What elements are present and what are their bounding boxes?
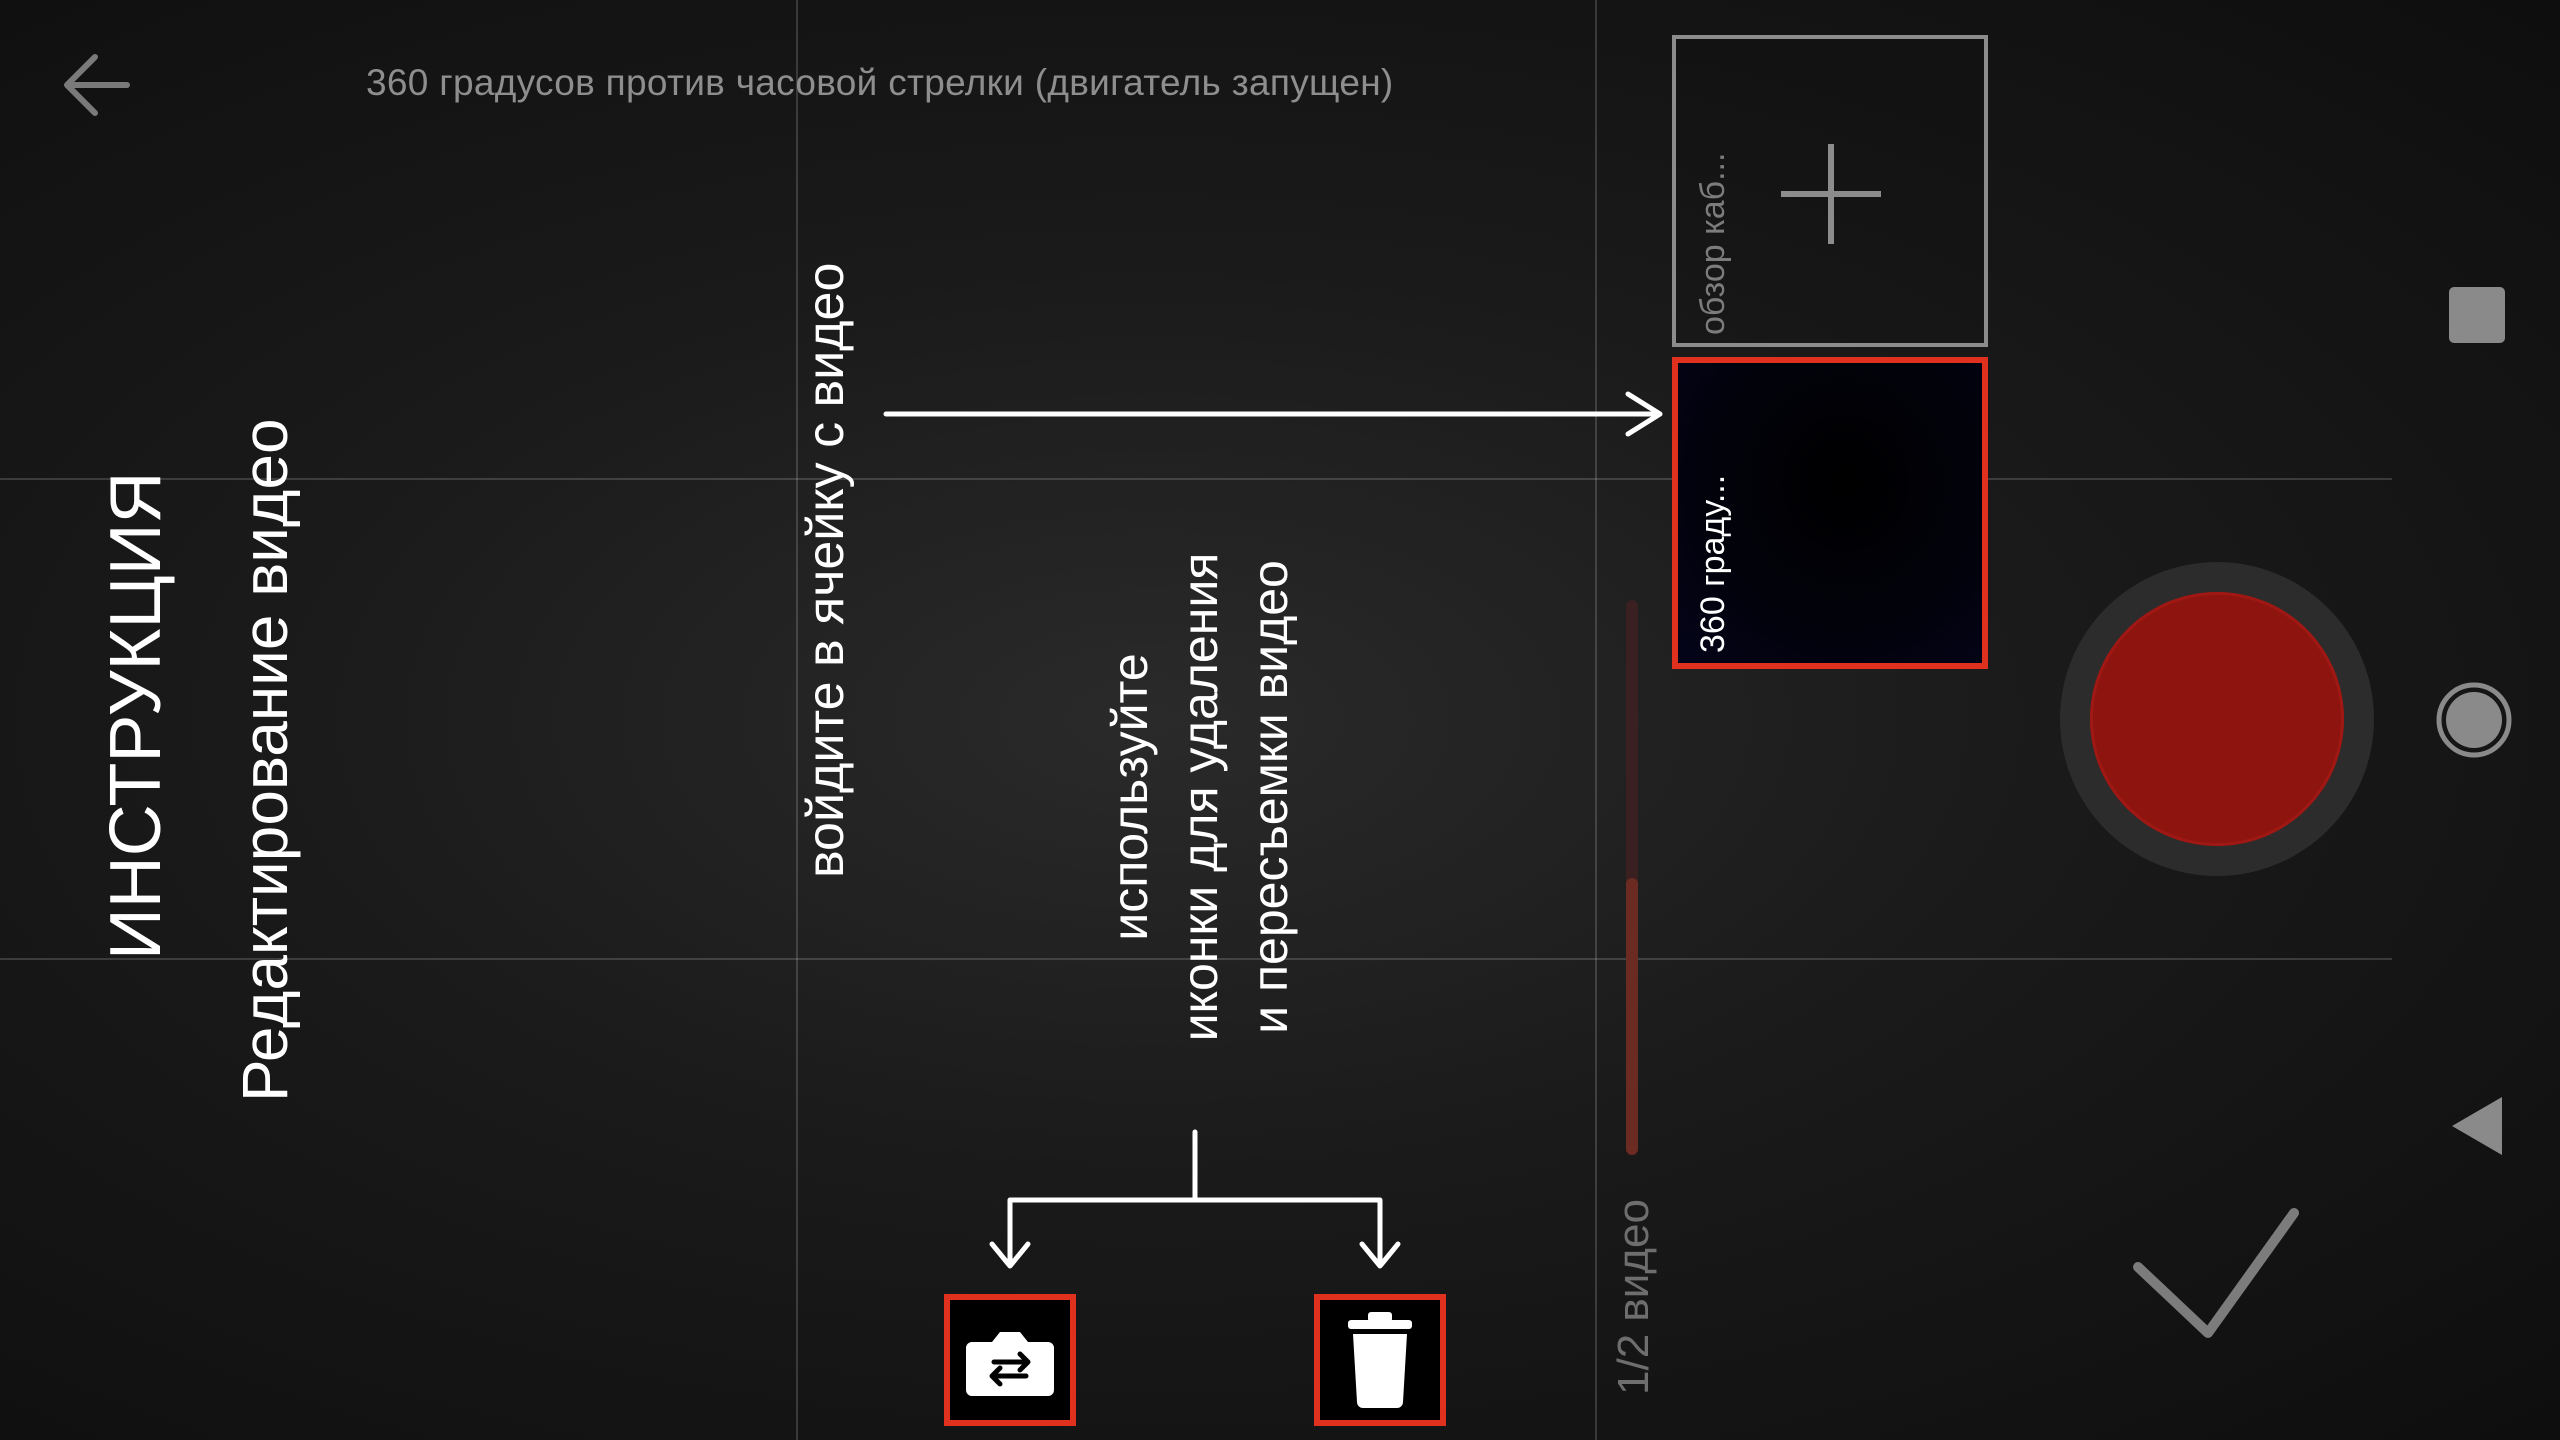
circle-icon	[2436, 682, 2512, 758]
checkmark-icon	[2133, 1208, 2299, 1338]
confirm-button[interactable]	[2130, 1205, 2305, 1345]
trash-icon	[1348, 1312, 1412, 1408]
delete-button[interactable]	[1314, 1294, 1446, 1426]
record-button-inner[interactable]	[2090, 592, 2344, 846]
plus-icon	[1781, 144, 1881, 244]
grid-line-vertical-2	[1595, 0, 1597, 1440]
nav-recents-button[interactable]	[2447, 285, 2507, 345]
square-icon	[2449, 287, 2505, 343]
retake-button[interactable]	[944, 1294, 1076, 1426]
nav-home-button[interactable]	[2434, 680, 2514, 760]
triangle-back-icon	[2452, 1097, 2502, 1155]
arrow-left-icon	[64, 54, 130, 116]
nav-back-button[interactable]	[2448, 1093, 2506, 1159]
add-clip-thumbnail[interactable]: обзор каб...	[1672, 35, 1988, 347]
video-count-label: 1/2 видео	[1609, 1199, 1658, 1395]
recording-progress-fill	[1626, 877, 1638, 1155]
camera-switch-icon	[966, 1332, 1054, 1396]
grid-line-horizontal-2	[0, 958, 2392, 960]
clip-1-label: 360 граду...	[1694, 474, 1732, 653]
grid-line-vertical-1	[796, 0, 798, 1440]
clip-thumbnail-1[interactable]: 360 граду...	[1672, 357, 1988, 669]
page-title: 360 градусов против часовой стрелки (дви…	[366, 62, 1394, 103]
add-clip-label: обзор каб...	[1694, 152, 1732, 335]
grid-line-horizontal-1	[0, 478, 2392, 480]
back-button[interactable]	[55, 45, 145, 125]
